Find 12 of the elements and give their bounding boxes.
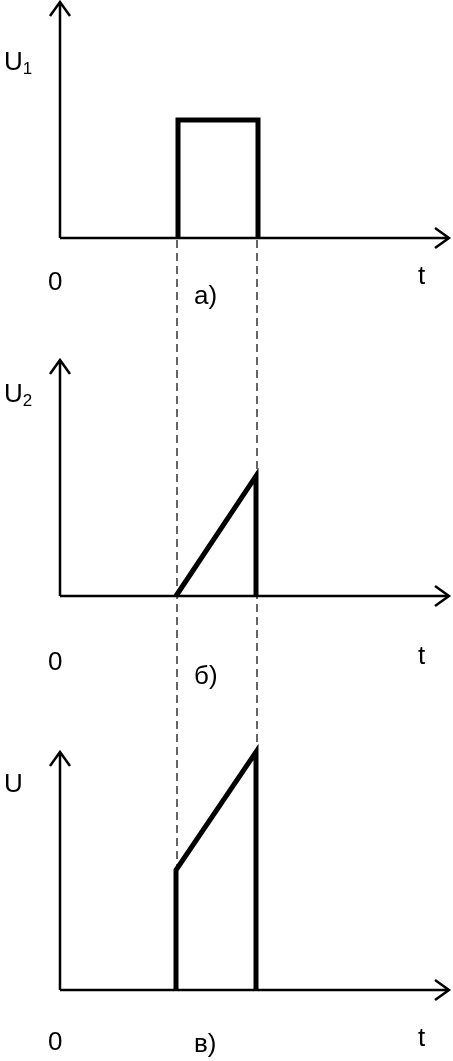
plot-label: в) bbox=[194, 1030, 217, 1056]
axis-label: t bbox=[418, 1024, 426, 1050]
axis-label: t bbox=[418, 642, 426, 668]
plot-label: б) bbox=[194, 662, 218, 688]
origin-label: 0 bbox=[48, 268, 63, 294]
origin-label: 0 bbox=[48, 648, 63, 674]
plot-label: а) bbox=[194, 282, 218, 308]
axis-label: U$_{2}$ bbox=[4, 380, 33, 409]
axis-label: t bbox=[418, 262, 426, 288]
axis-label: U$_{1}$ bbox=[4, 48, 33, 77]
origin-label: 0 bbox=[48, 1028, 63, 1054]
axis-label: U bbox=[4, 770, 23, 796]
